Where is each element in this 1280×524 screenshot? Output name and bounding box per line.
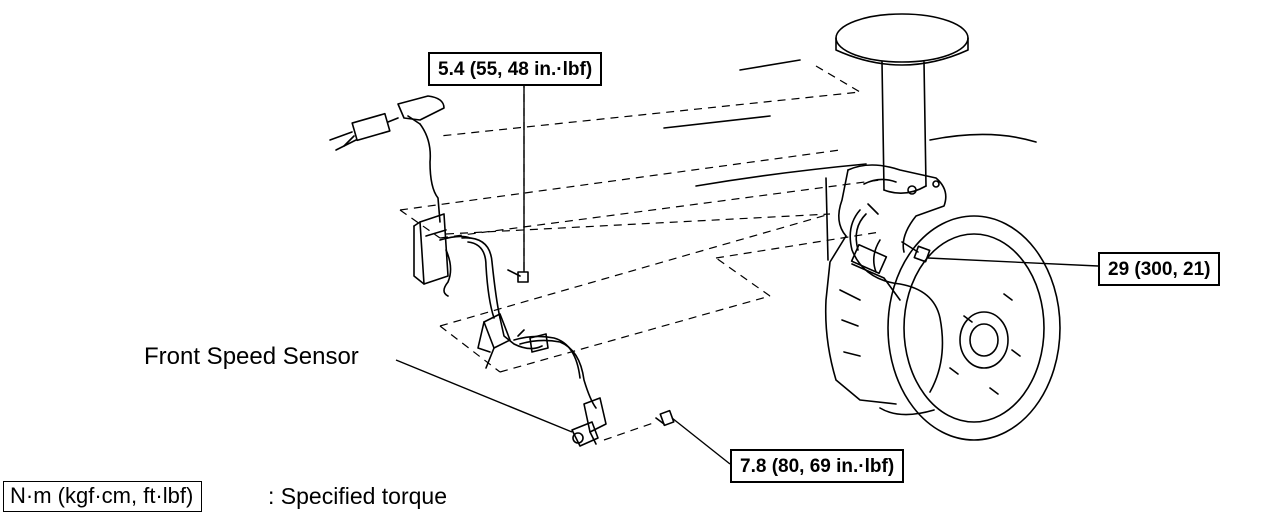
bracket-bolt-torque-callout: 29 (300, 21) xyxy=(1098,252,1221,286)
upper-sensor-bracket xyxy=(413,213,471,297)
middle-clamp-bracket xyxy=(477,313,549,369)
knuckle-harness xyxy=(849,209,944,393)
harness-connector xyxy=(329,95,445,223)
clamp-bolt xyxy=(655,409,675,427)
clamp-bolt-torque-callout: 7.8 (80, 69 in.·lbf) xyxy=(730,449,905,483)
strut-assembly xyxy=(835,13,969,194)
bracket-bolt xyxy=(901,241,931,263)
torque-unit-legend-box: N·m (kgf·cm, ft·lbf) xyxy=(3,481,203,512)
sensor-wire xyxy=(461,237,597,409)
torque-legend-description: : Specified torque xyxy=(268,483,448,509)
assembly-dashed-lines xyxy=(399,65,881,441)
front-speed-sensor-label: Front Speed Sensor xyxy=(144,343,359,370)
brake-disc xyxy=(879,215,1061,441)
sensor-mount-bolt xyxy=(507,269,529,283)
callout-leader-lines xyxy=(395,80,1099,465)
steering-knuckle xyxy=(824,164,947,405)
body-panel xyxy=(663,59,1037,261)
sensor-bolt-torque-callout: 5.4 (55, 48 in.·lbf) xyxy=(428,52,603,86)
front-speed-sensor xyxy=(571,397,607,447)
